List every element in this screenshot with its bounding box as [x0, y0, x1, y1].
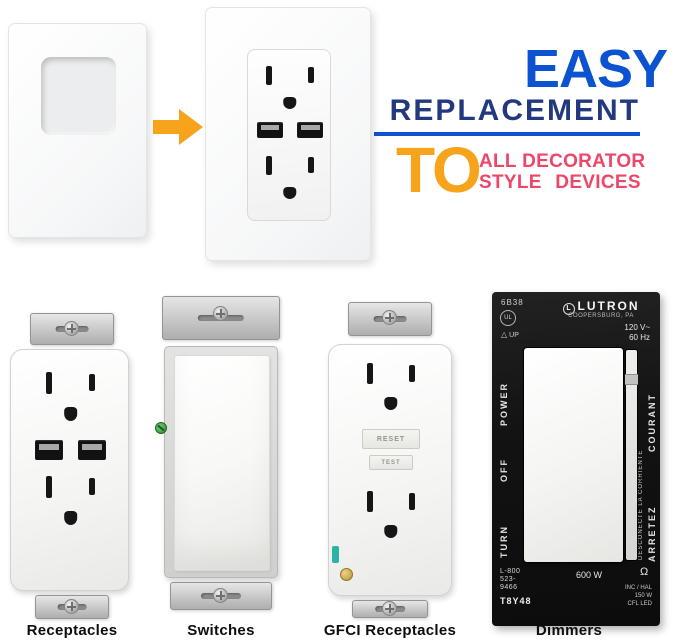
headline-decorator: ALL DECORATOR STYLE DEVICES	[479, 151, 645, 193]
ground-hole	[384, 525, 398, 538]
load-rating-line: INC / HAL	[624, 585, 652, 591]
usb-ports	[254, 122, 326, 138]
wall-plate-opening	[41, 57, 116, 135]
decorator-line1: ALL DECORATOR	[479, 151, 646, 172]
decorator-line2: STYLE DEVICES	[479, 172, 641, 193]
installed-wall-plate	[205, 7, 371, 261]
neutral-slot	[46, 476, 53, 498]
neutral-slot	[367, 363, 374, 384]
warning-courant: COURANT	[647, 393, 657, 452]
ground-hole	[63, 407, 78, 421]
gfci-receptacle-device: RESET TEST	[318, 300, 462, 620]
caption-receptacles: Receptacles	[26, 622, 118, 639]
wire-terminal	[332, 546, 339, 563]
power-socket-icon	[359, 363, 423, 413]
power-socket-icon	[258, 66, 322, 112]
mounting-screw-icon	[213, 588, 228, 603]
arrow-head	[179, 109, 203, 145]
ground-hole	[63, 511, 78, 525]
replacement-arrow-icon	[153, 109, 203, 145]
usb-outlet-face	[247, 49, 331, 221]
warning-spanish: DESCONECTE LA CORRIENTE	[638, 449, 644, 560]
ground-hole	[384, 397, 398, 410]
arrow-bar	[153, 120, 179, 134]
dimmer-part-codes: L-800 523- 9466	[500, 568, 520, 592]
dimmer-paddle	[524, 348, 623, 562]
dimmer-wattage: 600 W	[576, 570, 603, 580]
mounting-strap	[348, 302, 432, 336]
caption-switches: Switches	[187, 622, 255, 639]
dimmer-model: T8Y48	[500, 596, 532, 606]
switch-paddle	[174, 355, 270, 571]
hot-slot	[88, 477, 95, 496]
warning-turn: TURN	[499, 525, 509, 558]
usb-receptacle-device	[8, 305, 136, 620]
hot-slot	[307, 67, 314, 83]
gfci-reset-button: RESET	[362, 429, 420, 449]
mounting-screw-icon	[64, 321, 79, 336]
hot-slot	[88, 373, 95, 392]
usb-port-icon	[78, 440, 106, 460]
brand-text: LUTRON	[577, 299, 640, 313]
neutral-slot	[367, 491, 374, 512]
blank-wall-plate	[8, 23, 147, 238]
headline-underline	[374, 132, 640, 136]
up-orientation-label: UP	[501, 330, 519, 339]
neutral-slot	[266, 156, 273, 176]
warning-power: POWER	[499, 381, 509, 426]
dimmer-frequency: 60 Hz	[629, 333, 650, 342]
mounting-screw-icon	[382, 310, 397, 325]
gfci-body: RESET TEST	[328, 344, 452, 596]
ul-logo-icon: UL	[500, 310, 516, 326]
dimmer-city: COOPERSBURG, PA	[568, 313, 634, 319]
part-code-line: 523-	[500, 576, 517, 583]
neutral-slot	[46, 372, 53, 394]
hot-slot	[408, 364, 415, 382]
ground-hole	[283, 97, 297, 110]
neutral-slot	[266, 66, 273, 86]
headline-replacement: REPLACEMENT	[389, 94, 640, 127]
dimmer-date-code: 6B38	[501, 298, 524, 307]
power-socket-icon	[359, 491, 423, 541]
usb-port-icon	[256, 122, 283, 138]
caption-dimmers: Dimmers	[535, 622, 603, 639]
load-rating-line: 150 W	[634, 593, 652, 599]
rocker-switch-device	[150, 294, 292, 620]
part-code-line: 9466	[500, 584, 518, 591]
part-code-line: L-800	[500, 568, 521, 575]
warning-arretez: ARRETEZ	[647, 505, 657, 563]
lutron-logo-icon: L	[562, 302, 575, 315]
hot-slot	[307, 157, 314, 173]
usb-ports	[32, 440, 109, 460]
hot-slot	[408, 492, 415, 510]
brass-terminal-screw-icon	[340, 568, 353, 581]
dimmer-voltage: 120 V~	[624, 323, 650, 332]
usb-port-icon	[35, 440, 63, 460]
load-rating-line: CFL LED	[627, 601, 652, 607]
dimmer-load-ratings: INC / HAL 150 W CFL LED	[592, 584, 652, 608]
dimmer-slider	[625, 350, 638, 560]
receptacle-body	[10, 349, 129, 591]
power-socket-icon	[38, 372, 103, 424]
switch-frame	[164, 346, 278, 578]
ground-hole	[283, 187, 297, 200]
ground-screw-icon	[155, 422, 167, 434]
gfci-test-button: TEST	[369, 455, 413, 470]
caption-gfci: GFCI Receptacles	[323, 622, 457, 639]
usb-port-icon	[297, 122, 324, 138]
mounting-strap	[162, 296, 280, 340]
power-socket-icon	[38, 476, 103, 528]
headline-easy: EASY	[523, 39, 668, 99]
mounting-screw-icon	[213, 306, 228, 321]
headline-to: TO	[396, 134, 482, 206]
mounting-screw-icon	[64, 599, 79, 614]
ohm-symbol: Ω	[640, 566, 649, 578]
mounting-screw-icon	[382, 601, 397, 616]
warning-off: OFF	[499, 458, 509, 482]
power-socket-icon	[258, 156, 322, 202]
